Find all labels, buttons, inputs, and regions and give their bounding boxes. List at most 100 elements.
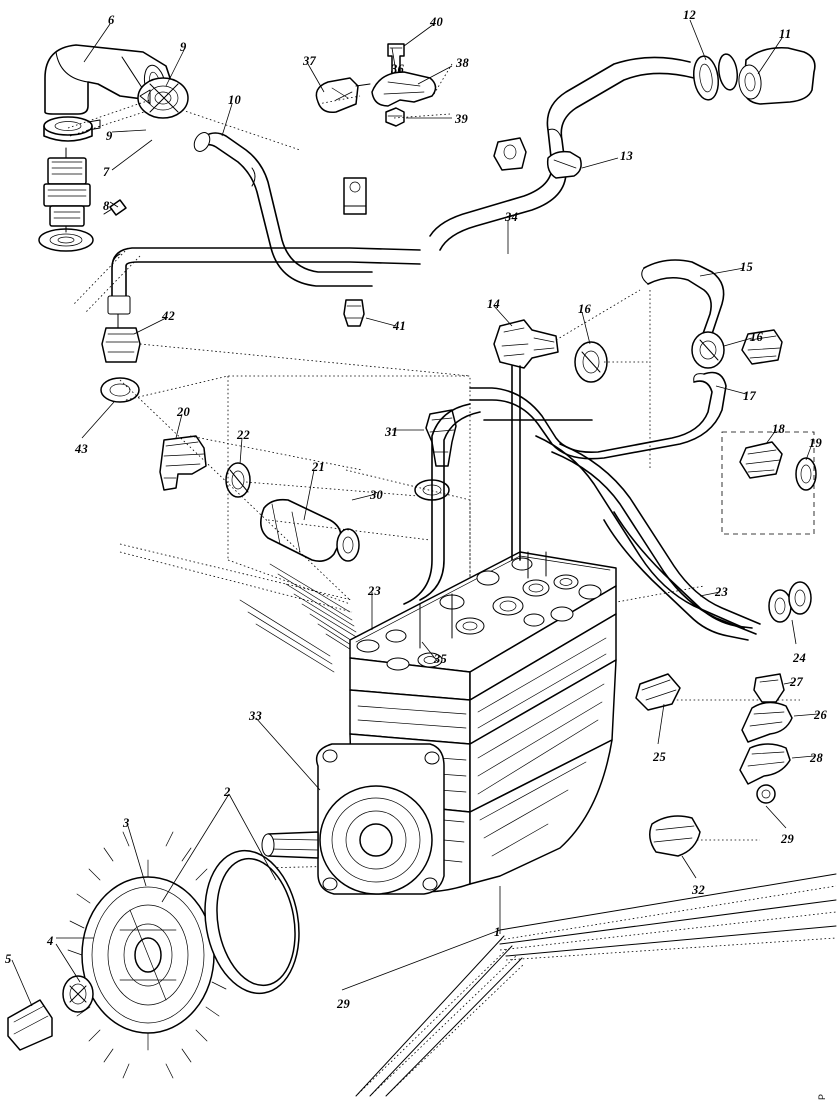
part-hose-bundle-lower (403, 403, 761, 635)
callout-43: 43 (75, 442, 89, 456)
part-fitting-18b (739, 441, 783, 479)
callout-30: 30 (370, 488, 384, 502)
callout-29b: 29 (781, 832, 795, 846)
part-bolt-5 (7, 999, 53, 1051)
part-bracket-28 (739, 743, 791, 785)
callout-39: 39 (455, 112, 469, 126)
projection-rails (355, 873, 837, 1097)
callout-9: 9 (180, 40, 187, 54)
part-drive-gear-3 (67, 831, 229, 1079)
callout-11: 11 (779, 27, 792, 41)
callout-32: 32 (692, 883, 706, 897)
callout-37: 37 (303, 54, 317, 68)
part-elbow-20 (159, 435, 207, 491)
callout-21: 21 (312, 460, 326, 474)
callout-7: 7 (103, 165, 110, 179)
part-clamp-22 (225, 462, 251, 498)
callout-38: 38 (456, 56, 470, 70)
part-fitting-32 (649, 815, 701, 857)
callout-16b: 16 (750, 330, 764, 344)
part-hose-17 (469, 371, 727, 460)
callout-4: 4 (47, 934, 54, 948)
leader-lines (11, 19, 819, 1007)
part-fitting-42 (101, 313, 141, 363)
part-clamp-30 (336, 528, 360, 562)
part-clamp-16-right (691, 331, 725, 369)
part-nut-29-right (756, 784, 776, 804)
callout-8: 8 (103, 199, 110, 213)
part-ring-2 (204, 849, 300, 995)
part-pipe-29-left (483, 365, 593, 561)
part-nut-39 (385, 107, 405, 127)
part-hose-15 (641, 259, 725, 343)
callout-33: 33 (249, 709, 263, 723)
callout-17: 17 (743, 389, 757, 403)
callout-13: 13 (620, 149, 634, 163)
part-clip-27 (753, 673, 785, 703)
callout-26: 26 (814, 708, 828, 722)
callout-23: 23 (368, 584, 382, 598)
part-hub-4 (62, 975, 94, 1013)
callout-22: 22 (237, 428, 251, 442)
part-bracket-36 (343, 177, 367, 215)
callout-18: 18 (772, 422, 786, 436)
callout-35: 35 (434, 652, 448, 666)
callout-23b: 23 (715, 585, 729, 599)
part-hose-7-lower (107, 247, 421, 315)
callout-20: 20 (177, 405, 191, 419)
callout-3: 3 (123, 816, 130, 830)
part-bracket-26 (741, 701, 793, 743)
callout-28: 28 (810, 751, 824, 765)
callout-2: 2 (224, 785, 231, 799)
callout-1: 1 (494, 925, 501, 939)
part-clamp-13 (546, 150, 582, 179)
part-washer-19 (795, 457, 817, 491)
part-washer-24a (768, 589, 792, 623)
part-clamp-ring-9-upper (137, 77, 189, 119)
part-ring-12b (717, 53, 739, 91)
callout-16: 16 (578, 302, 592, 316)
callout-9b: 9 (106, 129, 113, 143)
construction-lines (67, 63, 837, 1095)
part-fitting-31 (425, 409, 457, 467)
callout-12: 12 (683, 8, 697, 22)
callout-10: 10 (228, 93, 242, 107)
part-hose-23-right (603, 511, 753, 641)
callout-19: 19 (809, 436, 823, 450)
part-fitting-37 (315, 77, 371, 114)
callout-25: 25 (653, 750, 667, 764)
part-bracket-on-hose-13 (493, 137, 527, 171)
callout-36: 36 (391, 62, 405, 76)
part-washer-24b (788, 581, 812, 615)
callout-40: 40 (430, 15, 444, 29)
callout-42: 42 (162, 309, 176, 323)
part-hose-34-upper (429, 56, 695, 251)
part-hose-11 (738, 46, 816, 105)
part-front-cover-33 (261, 743, 445, 895)
part-hose-10 (193, 132, 373, 287)
callout-5: 5 (5, 952, 12, 966)
callout-24: 24 (793, 651, 807, 665)
callout-34: 34 (505, 210, 519, 224)
callout-41: 41 (393, 319, 407, 333)
callout-31: 31 (385, 425, 399, 439)
part-fitting-41 (343, 299, 365, 327)
drawing-id: A1068P (817, 1094, 827, 1100)
part-clamp-12 (692, 55, 720, 101)
callout-27: 27 (790, 675, 804, 689)
callout-15: 15 (740, 260, 754, 274)
part-washer-43 (100, 377, 140, 403)
callout-6: 6 (108, 13, 115, 27)
callout-14: 14 (487, 297, 501, 311)
part-bracket-38 (371, 71, 437, 107)
part-hose-21 (260, 498, 342, 562)
hatching-detail (239, 563, 365, 673)
part-clamp-16-left (574, 341, 608, 383)
part-fitting-18 (741, 329, 783, 365)
callout-29: 29 (337, 997, 351, 1011)
detail-box-18-19 (721, 431, 815, 535)
part-stack-fitting-column (38, 116, 101, 252)
part-fitting-25 (635, 673, 681, 711)
